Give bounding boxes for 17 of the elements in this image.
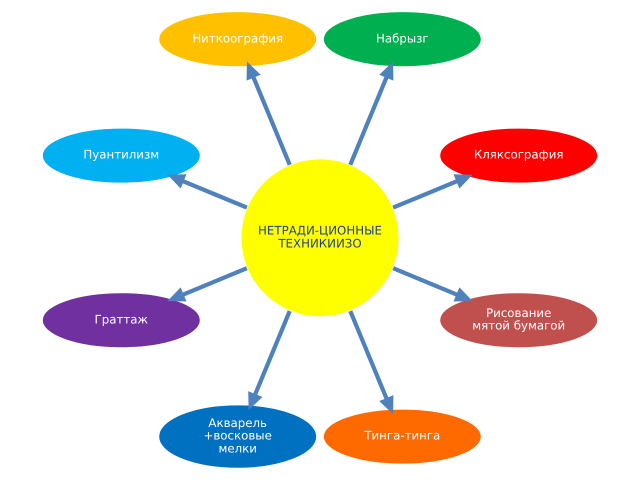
arrow [167, 174, 248, 210]
arrow [392, 266, 473, 302]
arrow [348, 62, 394, 166]
arrow [392, 174, 473, 210]
node-ellipse: Тинга-тинга [322, 408, 482, 464]
node-ellipse: Пуантилизм [42, 128, 201, 184]
node-ellipse: Набрызг [322, 11, 482, 68]
arrow [246, 62, 292, 166]
node-ellipse: Акварель +восковые мелки [158, 404, 318, 469]
arrow [248, 310, 292, 410]
arrow [167, 266, 248, 302]
node-ellipse: Кляксография [439, 128, 598, 184]
arrow [348, 310, 394, 414]
node-ellipse: Граттаж [42, 292, 201, 348]
node-circle: НЕТРАДИ-ЦИОННЫЕ ТЕХНИКИИЗО [240, 158, 400, 318]
node-ellipse: Рисование мятой бумагой [439, 292, 598, 348]
node-ellipse: Ниткоография [158, 11, 318, 68]
